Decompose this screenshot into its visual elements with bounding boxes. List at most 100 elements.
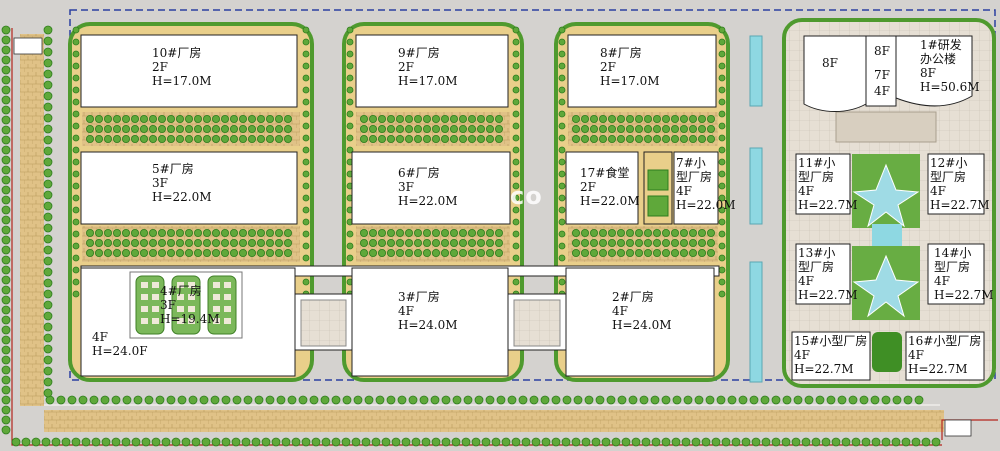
tree — [256, 238, 265, 247]
tree — [377, 134, 386, 143]
tree — [561, 437, 571, 447]
tree — [476, 248, 485, 257]
tree — [122, 238, 131, 247]
building-10[interactable] — [80, 34, 298, 108]
tree — [274, 134, 283, 143]
tree — [122, 134, 131, 143]
tree — [256, 248, 265, 257]
tree — [826, 395, 836, 405]
tree — [881, 437, 891, 447]
building-15[interactable] — [791, 331, 871, 381]
tree — [72, 62, 80, 70]
building-1-wing-left[interactable] — [803, 35, 867, 112]
tree — [139, 134, 148, 143]
tree — [718, 38, 726, 46]
tree — [161, 437, 171, 447]
tree — [1, 45, 11, 55]
building-16[interactable] — [905, 331, 985, 381]
tree — [72, 290, 80, 298]
tree — [476, 115, 485, 124]
building-8[interactable] — [567, 34, 717, 108]
tree — [43, 377, 53, 387]
tree — [911, 437, 921, 447]
tree — [1, 165, 11, 175]
tree — [43, 25, 53, 35]
building-17[interactable] — [565, 151, 639, 225]
tree — [238, 115, 247, 124]
roof-garden-tile — [224, 294, 231, 300]
building-14[interactable] — [927, 243, 985, 305]
tree — [558, 86, 566, 94]
tree — [166, 395, 176, 405]
tree — [11, 437, 21, 447]
tree — [707, 134, 716, 143]
roof-garden-tile — [152, 282, 159, 288]
tree — [572, 248, 581, 257]
link-bridge-inner — [300, 299, 347, 347]
tree — [1, 405, 11, 415]
tree — [1, 295, 11, 305]
tree — [43, 245, 53, 255]
tree — [181, 437, 191, 447]
tree — [1, 345, 11, 355]
tree — [1, 335, 11, 345]
building-2[interactable] — [565, 267, 715, 377]
fountain-star — [852, 254, 920, 318]
tree — [452, 395, 462, 405]
tree — [512, 122, 520, 130]
building-1-core[interactable] — [865, 35, 897, 107]
tree — [901, 437, 911, 447]
tree — [608, 115, 617, 124]
tree — [265, 115, 274, 124]
tree — [644, 115, 653, 124]
garden-plot — [647, 169, 669, 191]
building-1-wing-right[interactable] — [895, 35, 973, 107]
building-7[interactable] — [673, 151, 719, 225]
tree — [175, 248, 184, 257]
roof-garden-plot — [207, 275, 237, 335]
tree — [302, 170, 310, 178]
tree — [130, 115, 139, 124]
building-12[interactable] — [927, 153, 985, 215]
tree — [718, 74, 726, 82]
property-boundary — [11, 28, 998, 446]
tree — [131, 437, 141, 447]
tree — [572, 134, 581, 143]
roof-garden-tile — [224, 306, 231, 312]
tree — [184, 125, 193, 134]
tree — [581, 125, 590, 134]
tree — [512, 50, 520, 58]
building-6[interactable] — [351, 151, 511, 225]
tree — [694, 395, 704, 405]
tree — [211, 125, 220, 134]
building-9[interactable] — [355, 34, 509, 108]
tree — [562, 395, 572, 405]
tree — [1, 225, 11, 235]
tree — [584, 395, 594, 405]
tree — [201, 437, 211, 447]
tree — [608, 228, 617, 237]
tree — [377, 115, 386, 124]
tree — [558, 50, 566, 58]
tree — [193, 248, 202, 257]
tree — [283, 134, 292, 143]
building-13[interactable] — [795, 243, 851, 305]
building-5[interactable] — [80, 151, 298, 225]
tree — [653, 125, 662, 134]
building-3[interactable] — [351, 267, 509, 377]
tree — [283, 228, 292, 237]
tree — [1, 205, 11, 215]
tree — [274, 238, 283, 247]
tree — [635, 115, 644, 124]
tree — [375, 395, 385, 405]
tree — [467, 238, 476, 247]
tree — [1, 425, 11, 435]
tree — [485, 248, 494, 257]
tree — [551, 395, 561, 405]
tree — [287, 395, 297, 405]
building-11[interactable] — [795, 153, 851, 215]
tree — [635, 238, 644, 247]
tree — [831, 437, 841, 447]
tree — [411, 437, 421, 447]
tree — [671, 248, 680, 257]
